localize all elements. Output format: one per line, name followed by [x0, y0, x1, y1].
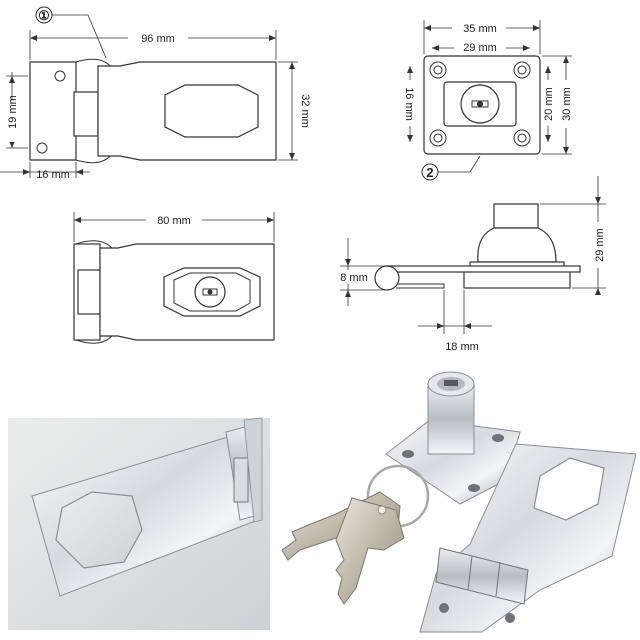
- label-staple-outer-height: 30 mm: [561, 87, 573, 121]
- label-side-pin: 8 mm: [340, 272, 368, 284]
- label-side-height: 29 mm: [594, 228, 606, 262]
- dimension-35mm: 35 mm: [423, 20, 541, 54]
- label-staple-width: 35 mm: [463, 23, 497, 35]
- dimension-18mm: 18 mm: [418, 290, 492, 353]
- staple-keys-photo: [281, 371, 637, 633]
- dimension-32mm: 32 mm: [278, 61, 311, 161]
- dimension-16mm: 16 mm: [0, 162, 90, 181]
- dimension-29mm-top: 29 mm: [432, 40, 530, 54]
- callout-2: 2: [421, 155, 481, 181]
- staple-front-view: [423, 55, 541, 155]
- dimension-20mm: 20 mm: [541, 66, 555, 142]
- dimension-16mm-staple: 16 mm: [403, 66, 417, 142]
- hasp-photo: [8, 417, 270, 630]
- label-staple-inner-width: 29 mm: [463, 42, 497, 54]
- dimension-96mm: 96 mm: [29, 30, 277, 60]
- dimension-29mm-side: 29 mm: [540, 176, 607, 295]
- label-hinge-width: 16 mm: [36, 169, 70, 181]
- callout-1-label: ①: [38, 8, 50, 23]
- callout-2-label: 2: [426, 165, 433, 180]
- label-staple-inner-height: 20 mm: [543, 87, 555, 121]
- label-hinge-height: 19 mm: [7, 95, 19, 129]
- dimension-30mm: 30 mm: [542, 55, 573, 155]
- hasp-closed-view: [73, 240, 275, 344]
- callout-1: ①: [35, 6, 107, 59]
- label-closed-length: 80 mm: [157, 215, 191, 227]
- label-hasp-length: 96 mm: [141, 33, 175, 45]
- side-view: [374, 203, 581, 291]
- dimension-19mm: 19 mm: [3, 72, 28, 149]
- dimension-8mm: 8 mm: [332, 238, 386, 306]
- label-hasp-height: 32 mm: [299, 94, 311, 128]
- dimension-80mm: 80 mm: [73, 212, 275, 242]
- hasp-top-view: [29, 58, 277, 164]
- label-side-offset: 18 mm: [445, 341, 479, 353]
- label-staple-left-height: 16 mm: [403, 87, 415, 121]
